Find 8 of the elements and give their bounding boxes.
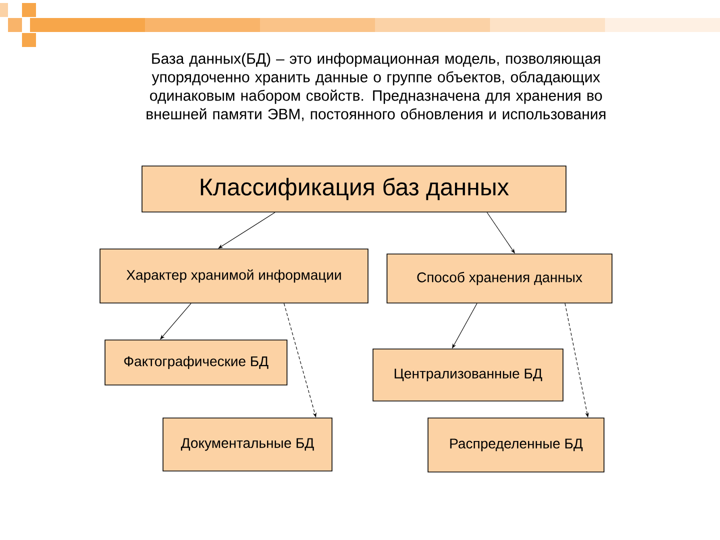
category-box: Централизованные БД xyxy=(372,348,564,402)
category-box: Документальные БД xyxy=(162,418,332,472)
category-box: Классификация баз данных xyxy=(142,166,566,212)
category-box: Распределенные БД xyxy=(428,418,604,472)
category-box: Фактографические БД xyxy=(104,340,288,386)
definition-text: База данных(БД) – это информационная модель, позволяющая упорядоченно хранить данные о группе объектов, обладающих одинаковым набором свойств. Предназначена для хранения во внешней памяти ЭВМ, постоянного обновления и использования xyxy=(146,52,606,122)
category-box: Способ хранения данных xyxy=(386,254,612,304)
category-box: Характер хранимой информации xyxy=(100,248,368,304)
